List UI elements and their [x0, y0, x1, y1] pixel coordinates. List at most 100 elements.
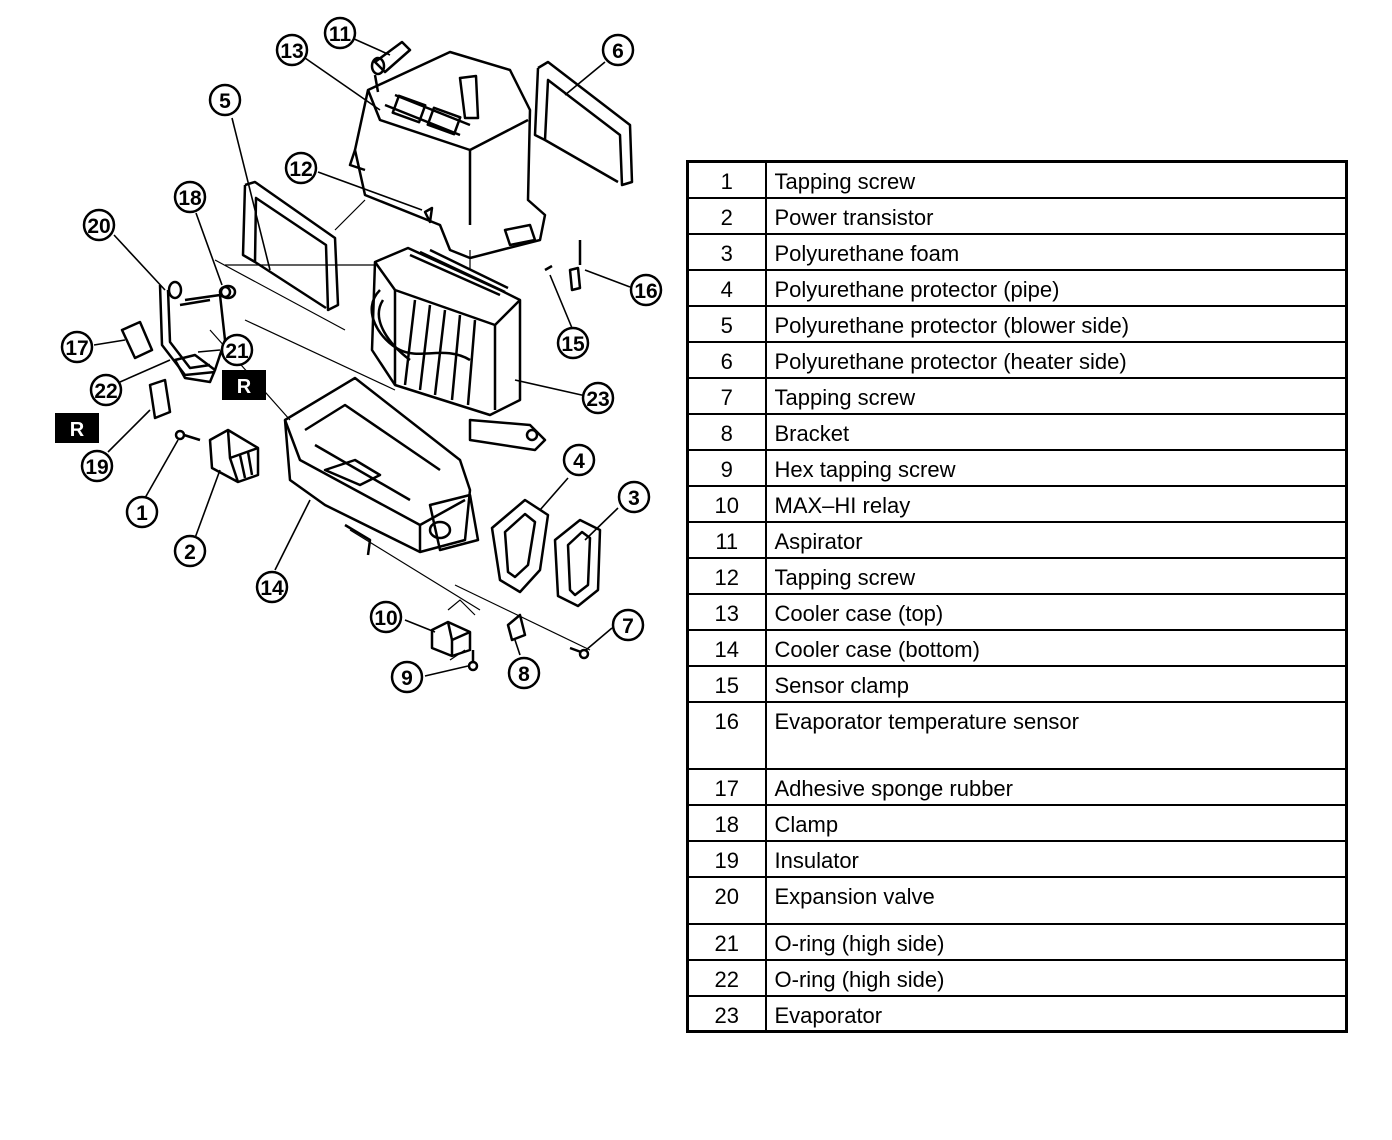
max-hi-relay-part: [430, 620, 472, 658]
expansion-valve-part: [158, 280, 232, 384]
cooler-case-top-part: [348, 50, 547, 260]
clamp-part: [219, 284, 237, 300]
callout-number: 4: [573, 450, 585, 473]
part-name: Power transistor: [764, 196, 1348, 235]
aspirator-part: [370, 40, 412, 93]
part-name: Expansion valve: [764, 875, 1348, 925]
callout-19: 19: [80, 449, 114, 483]
callout-6: 6: [601, 33, 635, 67]
part-number: 10: [686, 484, 767, 523]
callout-2: 2: [173, 534, 207, 568]
callout-number: 5: [219, 90, 231, 113]
callout-17: 17: [60, 330, 94, 364]
part-name: Evaporator: [764, 994, 1348, 1033]
callout-number: 12: [289, 158, 312, 181]
part-name: Tapping screw: [764, 556, 1348, 595]
callout-11: 11: [323, 16, 357, 50]
part-number: 20: [686, 875, 767, 925]
callout-number: 13: [280, 40, 303, 63]
part-number: 7: [686, 376, 767, 415]
exploded-parts-diagram: 11 13 6 5 12 18 20 16: [55, 16, 663, 694]
part-name: Cooler case (bottom): [764, 628, 1348, 667]
callout-number: 18: [178, 187, 202, 210]
part-number: 3: [686, 232, 767, 271]
callout-number: 6: [612, 40, 624, 63]
callout-18: 18: [173, 180, 207, 214]
callout-number: 7: [622, 615, 634, 638]
callout-number: 23: [586, 388, 609, 411]
part-name: Sensor clamp: [764, 664, 1348, 703]
part-name: O-ring (high side): [764, 922, 1348, 961]
callout-5: 5: [208, 83, 242, 117]
part-number: 9: [686, 448, 767, 487]
part-number: 14: [686, 628, 767, 667]
part-number: 19: [686, 839, 767, 878]
r-badge-lower: R: [55, 413, 99, 443]
callout-number: 10: [374, 607, 397, 630]
callout-number: 11: [329, 23, 352, 46]
part-name: Adhesive sponge rubber: [764, 767, 1348, 806]
part-name: Evaporator temperature sensor: [764, 700, 1348, 770]
part-name: MAX–HI relay: [764, 484, 1348, 523]
part-number: 8: [686, 412, 767, 451]
part-number: 1: [686, 160, 767, 199]
callout-14: 14: [255, 570, 289, 604]
callout-10: 10: [369, 600, 403, 634]
r-badge-label: R: [70, 419, 85, 441]
part-number: 2: [686, 196, 767, 235]
part-number: 18: [686, 803, 767, 842]
part-number: 11: [686, 520, 767, 559]
callout-20: 20: [82, 208, 116, 242]
tapping-screw-1-part: [174, 429, 201, 442]
callout-number: 16: [634, 280, 657, 303]
part-name: Tapping screw: [764, 376, 1348, 415]
callouts: 11 13 6 5 12 18 20 16: [60, 16, 663, 694]
callout-8: 8: [507, 656, 541, 690]
adhesive-sponge-part: [120, 320, 154, 360]
part-name: Bracket: [764, 412, 1348, 451]
part-number: 22: [686, 958, 767, 997]
r-badge-upper: R: [222, 370, 266, 400]
part-number: 6: [686, 340, 767, 379]
callout-16: 16: [629, 273, 663, 307]
part-name: Aspirator: [764, 520, 1348, 559]
callout-number: 17: [65, 337, 88, 360]
part-name: Hex tapping screw: [764, 448, 1348, 487]
callout-number: 21: [225, 340, 249, 363]
power-transistor-part: [208, 428, 260, 484]
r-badge-label: R: [237, 376, 252, 398]
callout-3: 3: [617, 480, 651, 514]
part-name: Insulator: [764, 839, 1348, 878]
callout-12: 12: [284, 151, 318, 185]
part-number: 5: [686, 304, 767, 343]
callout-number: 1: [136, 502, 148, 525]
cooler-case-bottom-part: [283, 376, 480, 556]
callout-22: 22: [89, 373, 123, 407]
part-name: Polyurethane protector (heater side): [764, 340, 1348, 379]
callout-15: 15: [556, 326, 590, 360]
insulator-part: [148, 378, 172, 420]
callout-number: 8: [518, 663, 530, 686]
part-number: 16: [686, 700, 767, 770]
part-number: 15: [686, 664, 767, 703]
part-name: O-ring (high side): [764, 958, 1348, 997]
callout-number: 20: [87, 215, 110, 238]
callout-4: 4: [562, 443, 596, 477]
